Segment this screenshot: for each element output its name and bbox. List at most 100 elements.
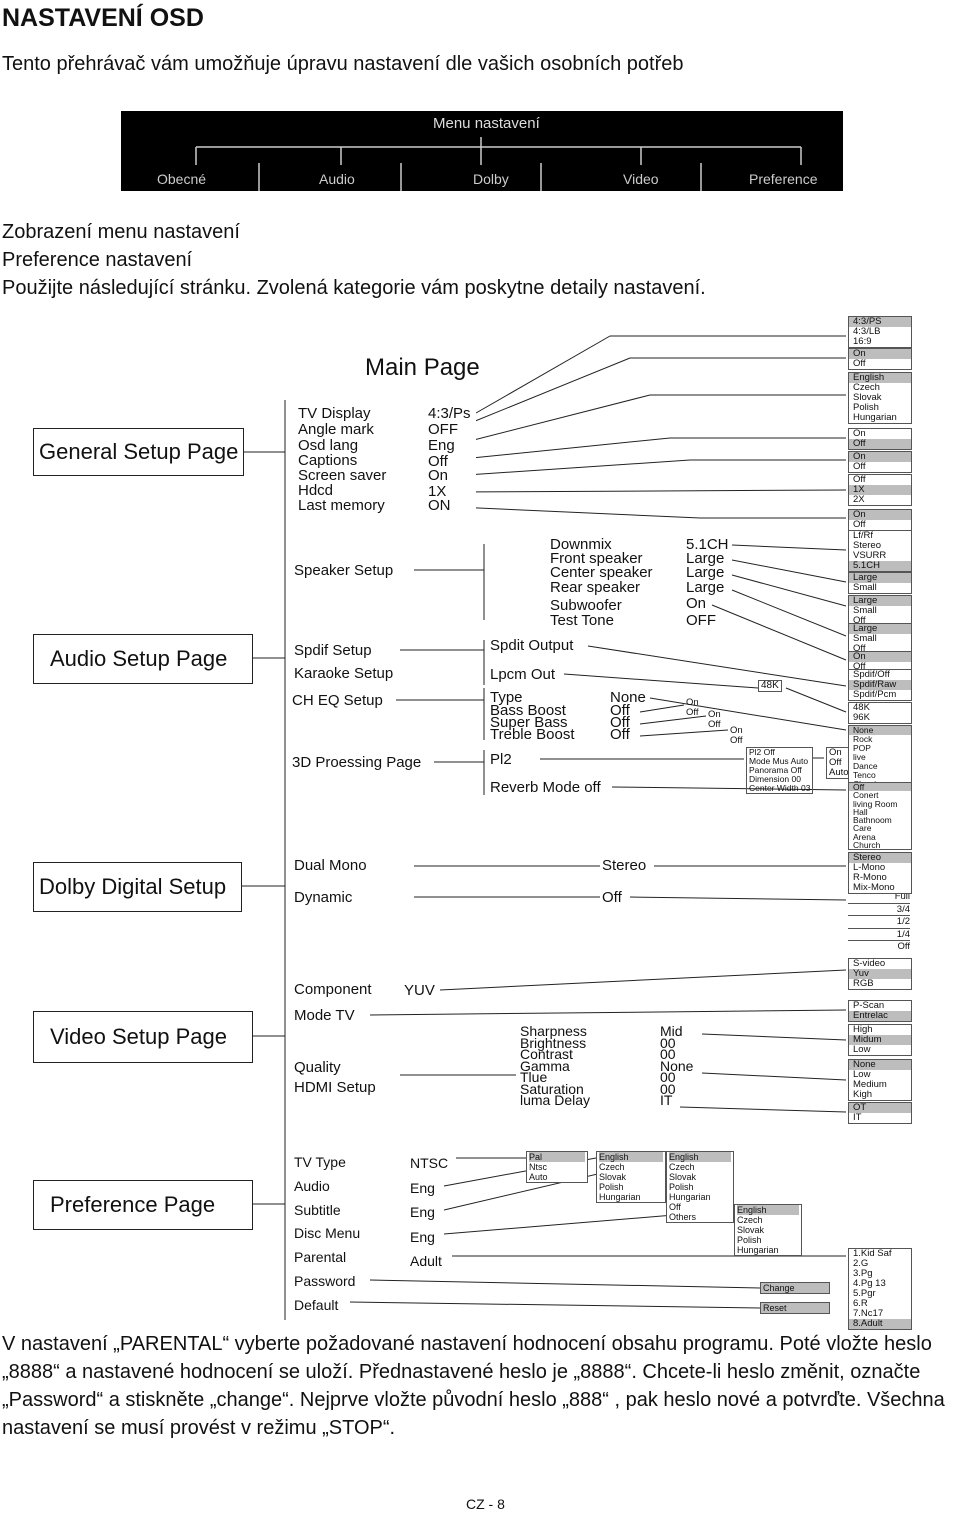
option: S-video — [853, 958, 886, 969]
pl2-item: Pl2 — [490, 751, 512, 768]
general-items: TV Display Angle mark Osd lang Captions … — [290, 400, 476, 516]
hdcd-options: Off 1X 2X — [848, 474, 912, 506]
karaoke-setup-item: Karaoke Setup — [294, 665, 394, 682]
banner-title: Menu nastavení — [433, 115, 540, 132]
test-tone-value: OFF — [686, 612, 716, 629]
sharpness-item: Sharpness — [520, 1023, 587, 1039]
pref-values: NTSC Eng Eng Eng Adult — [410, 1151, 448, 1274]
option: On — [849, 652, 911, 662]
option: 1.Kid Saf — [853, 1248, 892, 1259]
option: Pal — [529, 1152, 585, 1162]
gamma-options: None Low Medium Kigh — [848, 1059, 912, 1101]
luma-delay-item: luma Delay — [520, 1092, 591, 1108]
hdcd-value: 1X — [428, 483, 447, 500]
option: Kigh — [853, 1089, 873, 1100]
lpcm-48k-box: 48K — [758, 680, 782, 692]
option: Rock — [853, 734, 873, 744]
last-memory-item: Last memory — [298, 497, 385, 514]
option: Midum — [849, 1035, 911, 1045]
option: 96K — [853, 712, 870, 723]
option: English — [849, 373, 911, 383]
captions-value: Off — [428, 453, 448, 470]
treble-boost-item: Treble Boost — [490, 726, 575, 743]
option: Polish — [669, 1182, 694, 1192]
osd-lang-value: Eng — [428, 437, 455, 454]
option: Church — [853, 840, 881, 851]
option: Large — [849, 624, 911, 634]
scale-1-4: 1/4 — [848, 927, 910, 941]
luma-options: OT IT — [848, 1102, 912, 1124]
option: 3.Pg — [853, 1268, 873, 1279]
option: Stereo — [849, 853, 911, 863]
pl2-detail-line: Center Width 03 — [749, 783, 811, 793]
banner-tree — [195, 137, 802, 191]
option: English — [737, 1205, 799, 1215]
pl2-detail-line: Dimension 00 — [749, 774, 801, 784]
hdcd-item: Hdcd — [298, 482, 334, 499]
option: Off — [853, 474, 866, 485]
contrast-value: 00 — [660, 1046, 676, 1062]
dynamic-item: Dynamic — [294, 889, 353, 906]
tlue-item: Tlue — [520, 1069, 548, 1085]
option: Small — [853, 582, 877, 593]
option: Small — [853, 605, 877, 616]
tv-type-options: Pal Ntsc Auto — [526, 1151, 588, 1183]
disc-menu-value: Eng — [410, 1228, 435, 1245]
component-item: Component — [294, 981, 372, 998]
dynamic-scale: Full 3/4 1/2 1/4 Off — [848, 890, 910, 953]
tv-type-value: NTSC — [410, 1155, 449, 1171]
pl2-detail-line: Mode Mus Auto — [749, 756, 809, 766]
disc-menu-item: Disc Menu — [294, 1225, 361, 1242]
super-bass-value: Off — [610, 714, 630, 731]
option: Entrelac — [849, 1011, 911, 1021]
dual-mono-item: Dual Mono — [294, 857, 367, 874]
option: Off — [853, 461, 866, 472]
treble-boost-value: Off — [610, 726, 630, 743]
angle-options: On Off — [848, 348, 912, 370]
pl2-detail-line: Pl2 Off — [749, 747, 775, 757]
banner-item-general: Obecné — [157, 171, 207, 187]
reset-button: Reset — [760, 1302, 830, 1314]
option: Polish — [853, 402, 879, 413]
option: 8.Adult — [849, 1319, 911, 1329]
hdmi-setup-item: HDMI Setup — [294, 1079, 376, 1096]
scale-1-2: 1/2 — [848, 915, 910, 928]
rear-speaker-item: Rear speaker — [550, 579, 641, 596]
option: Hungarian — [599, 1192, 641, 1202]
option: OT — [849, 1103, 911, 1113]
option: On — [849, 510, 911, 520]
general-setup-page-box: General Setup Page — [33, 428, 244, 476]
gamma-value: None — [660, 1057, 694, 1074]
option: Off — [669, 1202, 681, 1212]
bass-boost-value: Off — [610, 702, 630, 719]
line-3: Použijte následující stránku. Zvolená ka… — [2, 277, 706, 299]
pref-items: TV Type Audio Subtitle Disc Menu Parenta… — [294, 1151, 360, 1318]
sharpness-value: Mid — [660, 1023, 683, 1039]
option: 5.1CH — [849, 561, 911, 571]
tv-display-item: TV Display — [298, 405, 371, 422]
preference-page-box: Preference Page — [33, 1180, 253, 1230]
speaker-setup-item: Speaker Setup — [294, 562, 394, 579]
on-label: On — [829, 747, 842, 758]
test-tone-item: Test Tone — [550, 612, 614, 629]
super-bass-item: Super Bass — [490, 714, 568, 731]
banner-item-video: Video — [623, 171, 659, 187]
intro-text: Tento přehrávač vám umožňuje úpravu nast… — [2, 53, 684, 75]
setup-menu-banner: Menu nastavení Obecné Audio Dolby Video … — [121, 111, 843, 191]
option: Small — [853, 633, 877, 644]
rating-options: 1.Kid Saf 2.G 3.Pg 4.Pg 13 5.Pgr 6.R 7.N… — [848, 1248, 912, 1330]
option: 16:9 — [853, 336, 872, 347]
option: P-Scan — [853, 1000, 885, 1011]
spdif-setup-item: Spdif Setup — [294, 642, 372, 659]
page-number: CZ - 8 — [466, 1496, 505, 1512]
tlue-value: 00 — [660, 1069, 676, 1085]
downmix-item: Downmix — [550, 536, 612, 553]
main-page-title: Main Page — [365, 354, 480, 381]
last-memory-options: On Off — [848, 509, 912, 531]
tv-display-options: 4:3/PS 4:3/LB 16:9 — [848, 316, 912, 348]
option: 4.Pg 13 — [853, 1278, 886, 1289]
dynamic-value: Off — [602, 889, 622, 906]
lpcm-options: 48K 96K — [848, 702, 912, 724]
option: Off — [853, 519, 866, 530]
